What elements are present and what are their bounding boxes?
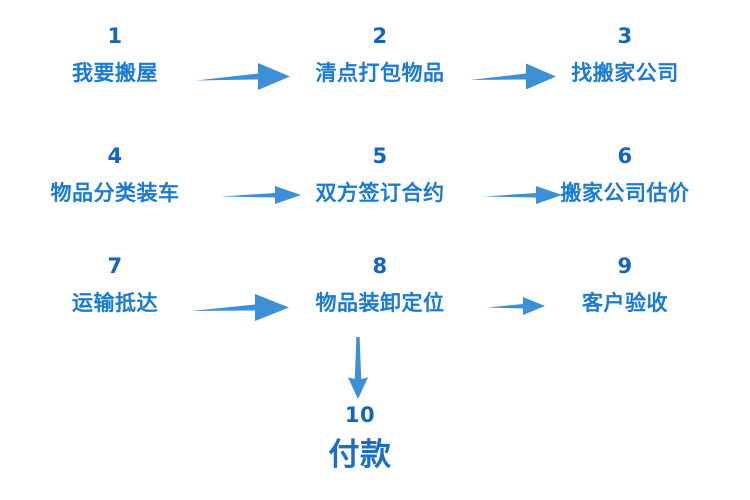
- step-label-7: 运输抵达: [72, 291, 158, 315]
- arrow-8-to-10-icon: [347, 337, 369, 399]
- step-label-6: 搬家公司估价: [560, 181, 690, 205]
- step-node-8[interactable]: 8 物品装卸定位: [316, 256, 445, 314]
- step-node-7[interactable]: 7 运输抵达: [72, 256, 158, 314]
- step-number-10: 10: [344, 403, 376, 427]
- step-number-4: 4: [107, 144, 123, 168]
- step-node-3[interactable]: 3 找搬家公司: [571, 26, 679, 84]
- step-label-1: 我要搬屋: [72, 61, 158, 85]
- step-label-10: 付款: [328, 437, 392, 473]
- arrow-7-to-8-icon: [191, 291, 289, 323]
- arrow-8-to-9-icon: [487, 295, 545, 317]
- step-label-9: 客户验收: [582, 291, 668, 315]
- step-label-8: 物品装卸定位: [315, 291, 445, 315]
- step-label-5: 双方签订合约: [315, 181, 445, 205]
- step-number-2: 2: [372, 24, 388, 48]
- step-number-8: 8: [372, 254, 388, 278]
- step-node-4[interactable]: 4 物品分类装车: [51, 146, 180, 204]
- step-number-7: 7: [107, 254, 123, 278]
- arrow-4-to-5-icon: [221, 184, 301, 206]
- step-number-1: 1: [107, 24, 123, 48]
- step-label-4: 物品分类装车: [50, 181, 180, 205]
- step-node-6[interactable]: 6 搬家公司估价: [561, 146, 690, 204]
- step-node-1[interactable]: 1 我要搬屋: [72, 26, 158, 84]
- step-label-3: 找搬家公司: [571, 61, 679, 85]
- step-number-3: 3: [617, 24, 633, 48]
- step-number-9: 9: [617, 254, 633, 278]
- step-node-9[interactable]: 9 客户验收: [582, 256, 668, 314]
- step-node-2[interactable]: 2 清点打包物品: [316, 26, 445, 84]
- arrow-5-to-6-icon: [484, 184, 562, 206]
- step-node-10[interactable]: 10 付款: [329, 405, 392, 471]
- arrow-1-to-2-icon: [196, 59, 290, 93]
- step-number-5: 5: [372, 144, 388, 168]
- step-label-2: 清点打包物品: [315, 61, 445, 85]
- step-node-5[interactable]: 5 双方签订合约: [316, 146, 445, 204]
- step-number-6: 6: [617, 144, 633, 168]
- arrow-2-to-3-icon: [470, 60, 556, 92]
